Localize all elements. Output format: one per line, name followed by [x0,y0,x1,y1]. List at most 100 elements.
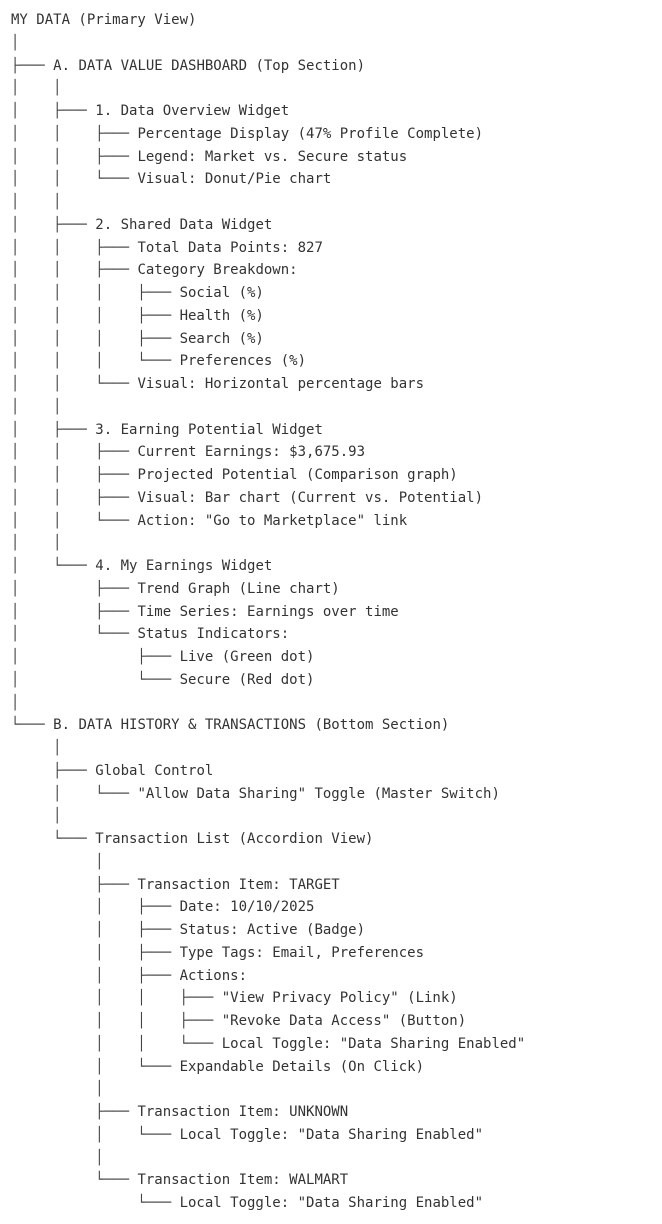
tree-line: │ │ ├─── "Revoke Data Access" (Button) [11,1010,525,1033]
tree-line: │ ├─── Trend Graph (Line chart) [11,578,525,601]
tree-node-label: Percentage Display (47% Profile Complete… [137,125,484,142]
tree-line: │ [11,32,525,55]
tree-node-label: Date: 10/10/2025 [179,899,315,916]
tree-node-label: MY DATA (Primary View) [11,12,197,28]
tree-connector: └─── [11,717,54,734]
tree-line: │ ├─── Type Tags: Email, Preferences [11,942,525,965]
tree-node-label: Status Indicators: [137,626,290,643]
tree-node-label: "Allow Data Sharing" Toggle (Master Swit… [137,785,500,802]
tree-node-label: A. DATA VALUE DASHBOARD (Top Section) [53,57,366,74]
tree-line: │ │ ├─── Category Breakdown: [11,259,525,282]
tree-line: │ [11,737,525,760]
tree-node-label: Visual: Horizontal percentage bars [137,376,425,392]
tree-line: │ ├─── Actions: [11,965,525,988]
tree-connector: │ ├─── [11,421,96,438]
tree-line: └─── Transaction List (Accordion View) [11,828,525,851]
tree-connector: │ └─── [11,1126,180,1143]
tree-connector: └─── [11,1172,138,1189]
tree-connector: │ [11,694,20,711]
tree-node-label: Preferences (%) [179,353,307,370]
tree-node-label: Total Data Points: 827 [137,239,323,256]
tree-connector: │ [11,808,62,825]
tree-line: │ │ └─── Visual: Donut/Pie chart [11,168,525,191]
tree-line: │ │ └─── Visual: Horizontal percentage b… [11,373,525,396]
tree-node-label: B. DATA HISTORY & TRANSACTIONS (Bottom S… [53,717,450,734]
tree-line: ├─── Transaction Item: UNKNOWN [11,1101,525,1124]
tree-line: │ │ ├─── Projected Potential (Comparison… [11,464,525,487]
tree-node-label: Secure (Red dot) [179,671,315,688]
tree-node-label: Social (%) [179,285,264,301]
tree-line: ├─── Global Control [11,760,525,783]
tree-line: │ ├─── 3. Earning Potential Widget [11,419,525,442]
tree-connector: │ │ [11,535,62,552]
tree-line: │ [11,805,525,828]
tree-connector: │ └─── [11,671,180,688]
tree-line: │ │ [11,532,525,555]
tree-line: └─── Local Toggle: "Data Sharing Enabled… [11,1192,525,1215]
tree-connector: │ └─── [11,626,138,643]
tree-line: │ │ ├─── Legend: Market vs. Secure statu… [11,146,525,169]
tree-connector: │ │ └─── [11,512,138,529]
tree-connector: └─── [11,1195,180,1211]
tree-node-label: Expandable Details (On Click) [179,1058,425,1075]
tree-line: MY DATA (Primary View) [11,9,525,32]
tree-node-label: Local Toggle: "Data Sharing Enabled" [221,1035,526,1052]
tree-connector: │ │ ├─── [11,990,222,1007]
tree-connector: │ ├─── [11,922,180,938]
tree-line: │ │ │ ├─── Social (%) [11,282,525,305]
tree-node-label: Category Breakdown: [137,262,298,279]
tree-node-label: Transaction List (Accordion View) [95,831,374,847]
tree-connector: ├─── [11,1104,138,1120]
tree-connector: │ │ │ ├─── [11,330,180,347]
tree-line: │ │ └─── Local Toggle: "Data Sharing Ena… [11,1033,525,1056]
tree-connector: │ ├─── [11,899,180,916]
tree-node-label: Transaction Item: UNKNOWN [137,1104,349,1120]
tree-node-label: Local Toggle: "Data Sharing Enabled" [179,1195,484,1211]
tree-line: │ └─── "Allow Data Sharing" Toggle (Mast… [11,783,525,806]
tree-connector: │ │ └─── [11,1035,222,1052]
tree-connector: │ │ ├─── [11,489,138,506]
tree-node-label: Projected Potential (Comparison graph) [137,467,458,483]
tree-connector: │ │ └─── [11,171,138,188]
tree-node-label: Action: "Go to Marketplace" link [137,512,408,529]
tree-node-label: 1. Data Overview Widget [95,103,290,119]
tree-node-label: Visual: Bar chart (Current vs. Potential… [137,489,484,506]
tree-connector: │ │ │ ├─── [11,285,180,301]
tree-connector: │ [11,34,20,51]
tree-connector: ├─── [11,762,96,779]
tree-node-label: 4. My Earnings Widget [95,558,273,574]
tree-line: │ └─── Local Toggle: "Data Sharing Enabl… [11,1124,525,1147]
tree-line: │ │ └─── Action: "Go to Marketplace" lin… [11,510,525,533]
tree-node-label: Time Series: Earnings over time [137,603,399,620]
tree-node-label: Status: Active (Badge) [179,922,366,938]
tree-connector: │ │ ├─── [11,148,138,165]
tree-node-label: Global Control [95,762,214,779]
tree-node-label: "Revoke Data Access" (Button) [221,1013,467,1029]
tree-line: │ ├─── Status: Active (Badge) [11,919,525,942]
tree-node-label: Type Tags: Email, Preferences [179,944,425,961]
tree-line: ├─── A. DATA VALUE DASHBOARD (Top Sectio… [11,55,525,78]
tree-connector: │ └─── [11,558,96,574]
tree-connector: │ └─── [11,785,138,802]
tree-connector: │ [11,1149,104,1166]
tree-node-label: Trend Graph (Line chart) [137,580,340,597]
tree-connector: │ ├─── [11,603,138,620]
tree-connector: │ │ [11,194,62,210]
tree-connector: │ │ ├─── [11,444,138,461]
tree-connector: │ ├─── [11,649,180,665]
tree-connector: │ │ ├─── [11,125,138,142]
tree-node-label: Actions: [179,967,248,984]
tree-node-label: Transaction Item: WALMART [137,1172,349,1189]
tree-node-label: 3. Earning Potential Widget [95,421,323,438]
tree-connector: │ ├─── [11,967,180,984]
tree-line: │ │ [11,191,525,214]
tree-connector: │ ├─── [11,580,138,597]
tree-node-label: Transaction Item: TARGET [137,876,340,893]
tree-connector: │ [11,740,62,756]
tree-connector: │ │ ├─── [11,239,138,256]
tree-connector: │ │ [11,80,62,97]
tree-line: │ │ ├─── Visual: Bar chart (Current vs. … [11,487,525,510]
tree-node-label: Current Earnings: $3,675.93 [137,444,366,461]
tree-line: │ │ │ ├─── Health (%) [11,305,525,328]
tree-node-label: Legend: Market vs. Secure status [137,148,408,165]
